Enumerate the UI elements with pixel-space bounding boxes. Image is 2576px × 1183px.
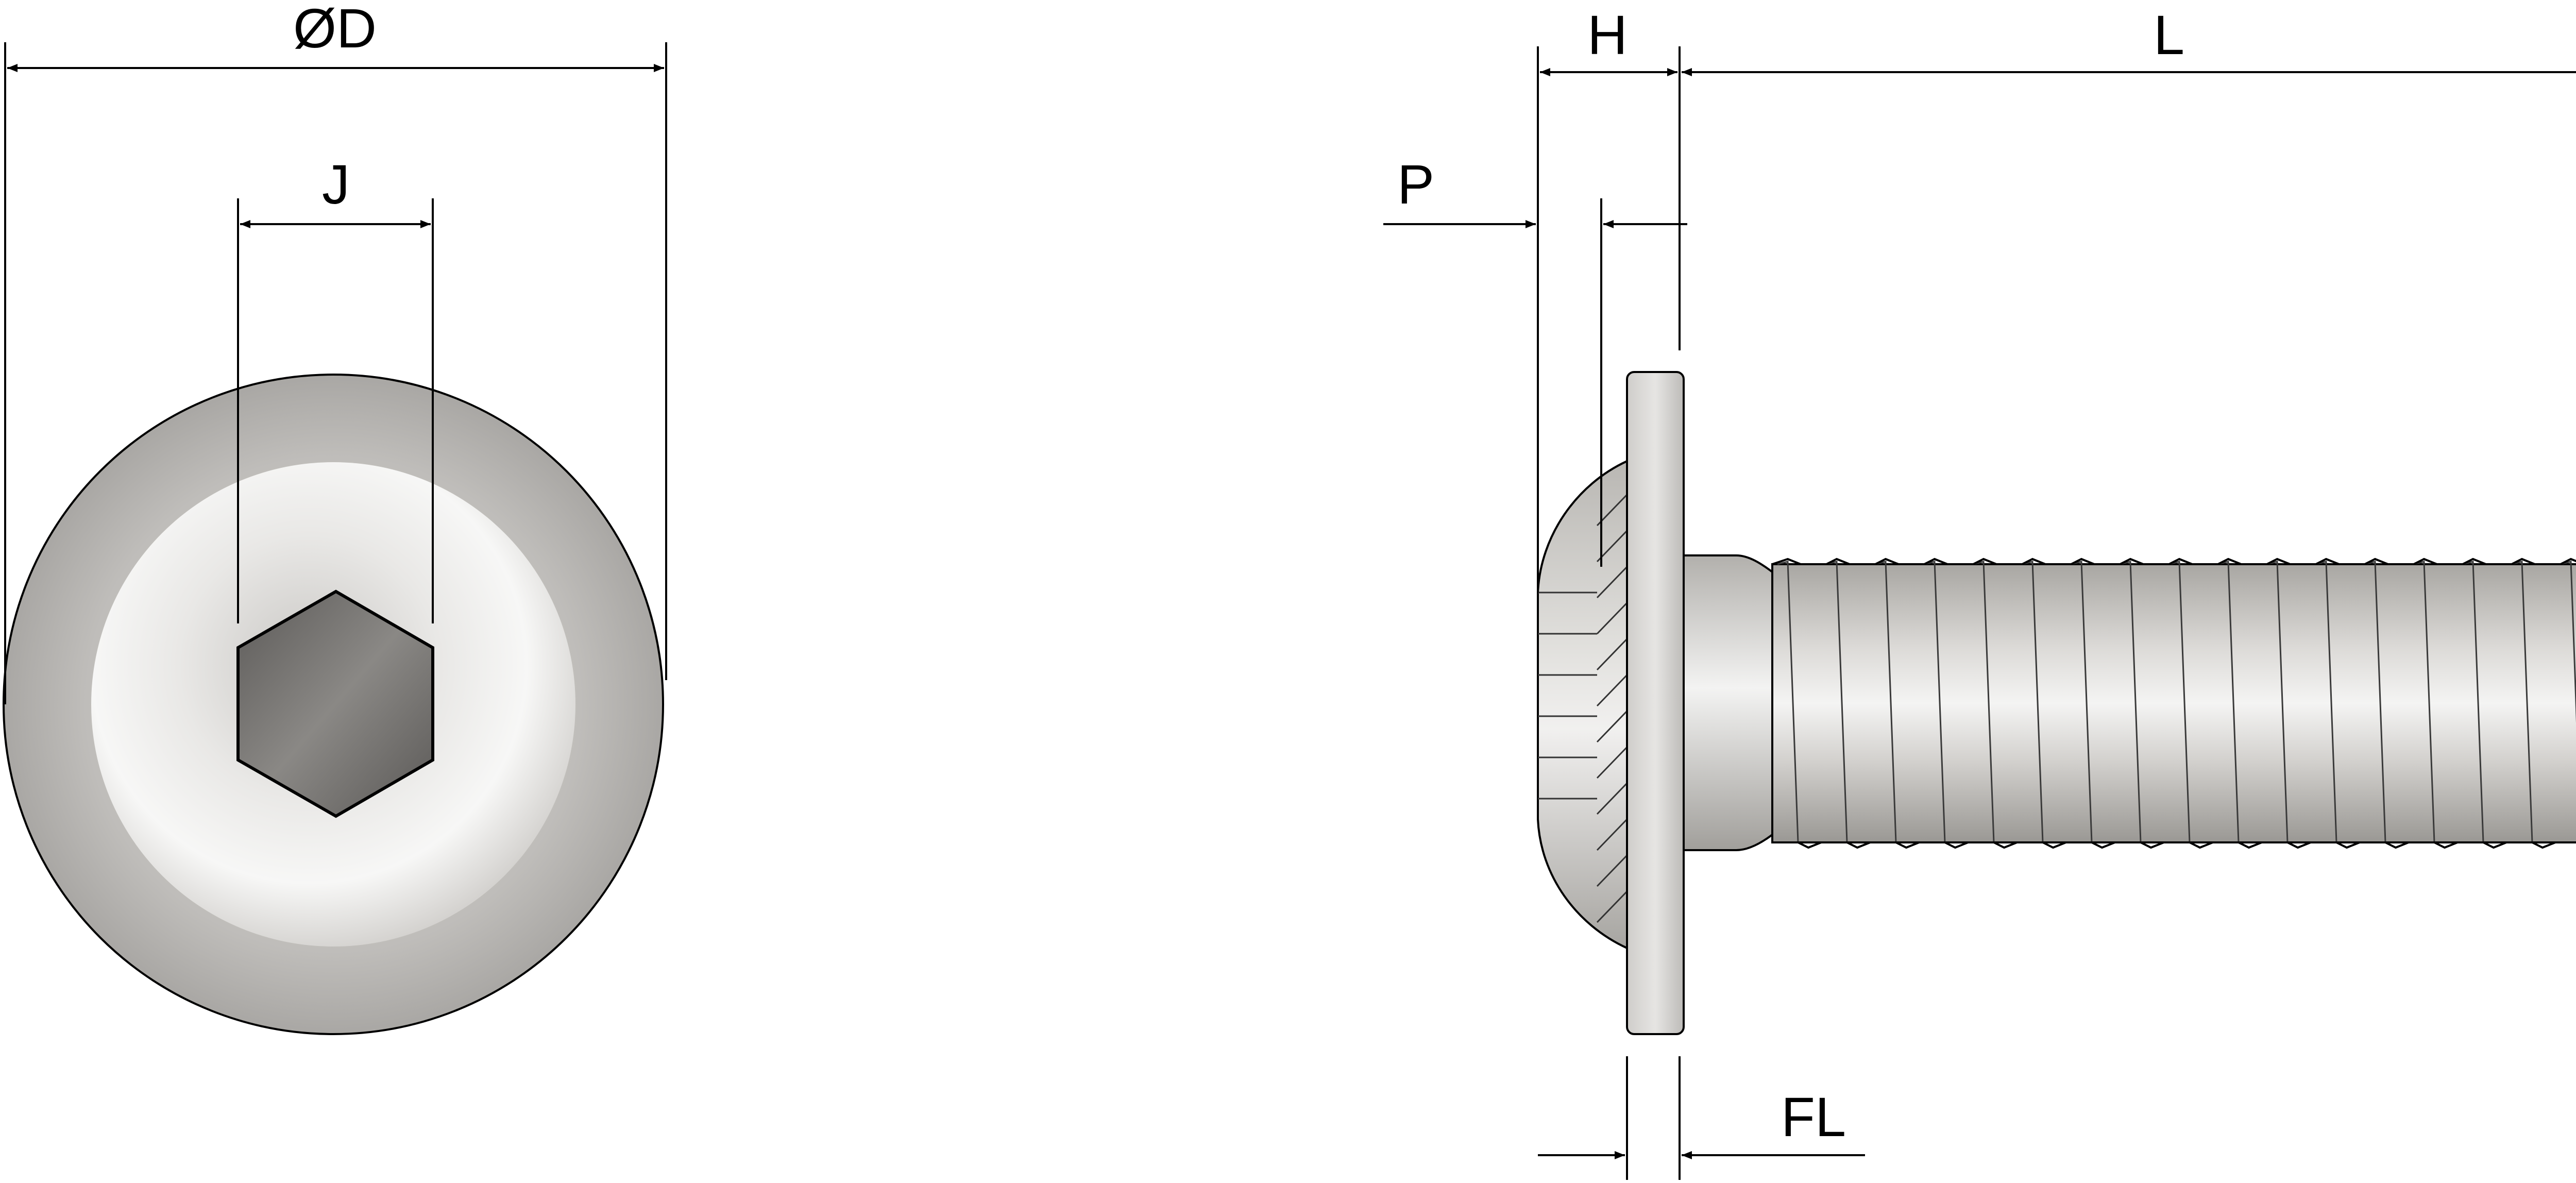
socket-dimension: J bbox=[237, 153, 434, 623]
length-label: L bbox=[2154, 4, 2184, 66]
serration-depth-dimension: P bbox=[1383, 153, 1687, 567]
head-height-label: H bbox=[1587, 4, 1628, 66]
thread-crests bbox=[1772, 557, 2576, 849]
flange-dimension: FL bbox=[1538, 1056, 1865, 1180]
serration-depth-label: P bbox=[1397, 153, 1434, 215]
socket-label: J bbox=[322, 153, 350, 215]
neck bbox=[1683, 554, 1773, 851]
length-dimension: L bbox=[1682, 4, 2576, 76]
head-height-dimension: H bbox=[1537, 4, 1681, 593]
flange bbox=[1626, 371, 1685, 1035]
front-view: ØD J bbox=[3, 0, 667, 1035]
diameter-dimension: ØD bbox=[4, 0, 667, 704]
dome-head bbox=[1537, 459, 1628, 950]
side-view: H L P FL bbox=[1383, 4, 2576, 1180]
hex-socket-icon bbox=[236, 589, 434, 818]
threaded-shank bbox=[1771, 563, 2576, 843]
diameter-label: ØD bbox=[293, 0, 377, 59]
flange-label: FL bbox=[1781, 1086, 1846, 1148]
